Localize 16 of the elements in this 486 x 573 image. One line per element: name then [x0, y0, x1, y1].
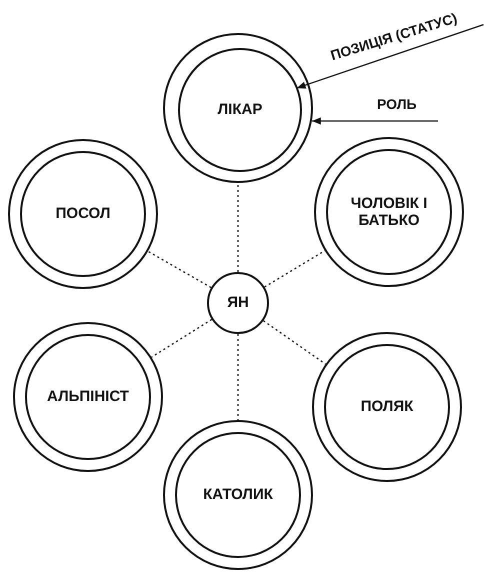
role-circle: АЛЬПІНІСТ: [13, 322, 163, 472]
dotted-line: [151, 318, 212, 358]
dotted-line: [237, 334, 239, 420]
role-ring: [163, 33, 313, 183]
person-circle: ЯН: [207, 272, 269, 334]
status-circle: ЛІКАР: [178, 48, 302, 172]
leader-arrow: [296, 24, 484, 89]
annotation-label: РОЛЬ: [373, 96, 439, 122]
role-circle: КАТОЛИК: [163, 420, 313, 570]
role-circle: ЧОЛОВІК І БАТЬКО: [314, 137, 464, 287]
leader-arrow: [312, 117, 438, 125]
role-circle: ПОСОЛ: [8, 139, 158, 289]
dotted-line: [263, 320, 326, 365]
role-circle: ПОЛЯК: [312, 332, 462, 482]
dotted-line: [237, 183, 239, 272]
dotted-line: [148, 250, 212, 288]
